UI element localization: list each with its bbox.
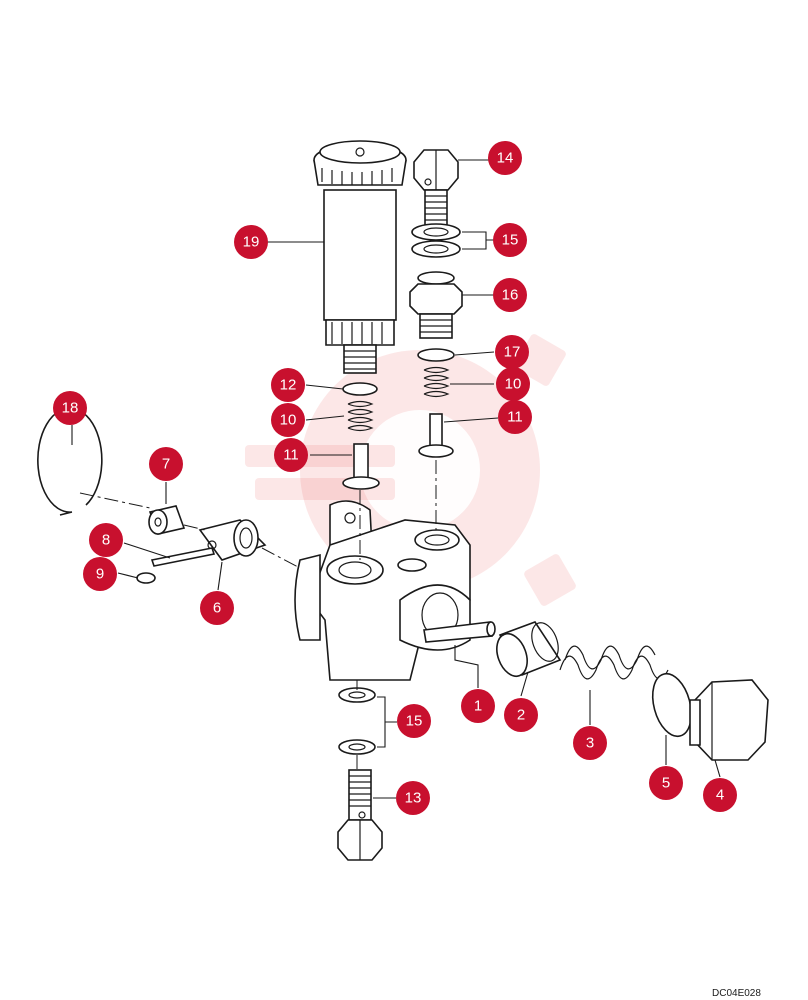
screw-plug-part — [689, 679, 769, 761]
plunger-spring-part — [559, 645, 669, 680]
callout-15-bottom[interactable]: 15 — [397, 704, 431, 738]
check-valve-left-part — [342, 443, 380, 490]
callout-16[interactable]: 16 — [493, 278, 527, 312]
assembly-axis-lines — [79, 460, 437, 770]
valve-spring-left-part — [342, 382, 378, 432]
callout-label: 10 — [280, 412, 297, 429]
roller-tappet-part — [198, 519, 267, 561]
callout-15-top[interactable]: 15 — [493, 223, 527, 257]
sealing-washers-bottom-part — [338, 687, 376, 755]
pin-part — [150, 547, 216, 567]
callout-10-right[interactable]: 10 — [496, 367, 530, 401]
callout-label: 16 — [502, 287, 519, 304]
callout-7[interactable]: 7 — [149, 447, 183, 481]
callout-label: 19 — [243, 234, 260, 251]
callout-label: 6 — [213, 600, 221, 617]
callout-3[interactable]: 3 — [573, 726, 607, 760]
callout-label: 4 — [716, 787, 724, 804]
banjo-bolt-bottom-part — [337, 769, 383, 861]
callout-label: 18 — [62, 400, 79, 417]
callout-8[interactable]: 8 — [89, 523, 123, 557]
callout-label: 2 — [517, 707, 525, 724]
o-ring-part — [417, 348, 455, 362]
callout-4[interactable]: 4 — [703, 778, 737, 812]
callout-6[interactable]: 6 — [200, 591, 234, 625]
callout-label: 3 — [586, 735, 594, 752]
clip-part — [136, 572, 156, 584]
callout-label: 8 — [102, 532, 110, 549]
callout-11-right[interactable]: 11 — [498, 400, 532, 434]
callout-label: 17 — [504, 344, 521, 361]
callout-12[interactable]: 12 — [271, 368, 305, 402]
callout-label: 15 — [406, 713, 423, 730]
callout-9[interactable]: 9 — [83, 557, 117, 591]
callout-17[interactable]: 17 — [495, 335, 529, 369]
callout-label: 9 — [96, 566, 104, 583]
callout-2[interactable]: 2 — [504, 698, 538, 732]
callout-label: 15 — [502, 232, 519, 249]
bushing-part — [148, 505, 186, 535]
sealing-washers-top-part — [411, 223, 461, 258]
callout-label: 12 — [280, 377, 297, 394]
adaptor-fitting-part — [409, 271, 463, 339]
callout-14[interactable]: 14 — [488, 141, 522, 175]
callout-label: 7 — [162, 456, 170, 473]
callout-18[interactable]: 18 — [53, 391, 87, 425]
callout-10-left[interactable]: 10 — [271, 403, 305, 437]
callout-label: 11 — [507, 409, 523, 426]
banjo-bolt-top-part — [413, 149, 459, 229]
callout-label: 5 — [662, 775, 670, 792]
callout-label: 11 — [283, 447, 299, 464]
filter-cup-part — [313, 140, 407, 374]
callout-label: 14 — [497, 150, 514, 167]
callout-label: 13 — [405, 790, 422, 807]
leader-lines — [71, 159, 721, 799]
callout-label: 1 — [474, 698, 482, 715]
callout-label: 10 — [505, 376, 522, 393]
callout-11-left[interactable]: 11 — [274, 438, 308, 472]
drawing-code: DC04E028 — [712, 988, 761, 999]
pushrod-part — [423, 621, 496, 643]
check-valve-right-part — [418, 413, 454, 458]
callout-19[interactable]: 19 — [234, 225, 268, 259]
tappet-sleeve-part — [496, 621, 562, 678]
callout-13[interactable]: 13 — [396, 781, 430, 815]
callout-1[interactable]: 1 — [461, 689, 495, 723]
valve-spring-right-part — [423, 366, 450, 398]
callout-5[interactable]: 5 — [649, 766, 683, 800]
